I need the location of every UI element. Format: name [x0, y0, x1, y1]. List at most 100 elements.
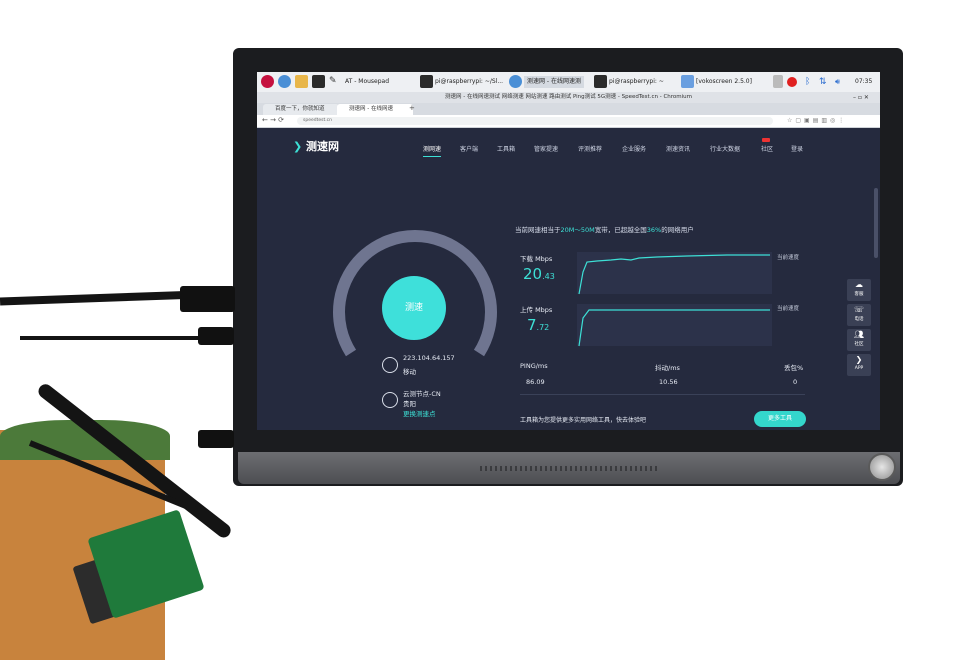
nav-toolbox[interactable]: 工具箱	[497, 146, 516, 153]
logo-text: 测速网	[306, 140, 340, 153]
side-phone[interactable]: ☏ 电话	[847, 304, 871, 326]
nav-boost[interactable]: 管家提速	[534, 146, 559, 153]
bluetooth-icon[interactable]: ᛒ	[805, 77, 811, 87]
service-icon: ☁	[855, 280, 863, 289]
taskbar: ✎ AT - Mousepad pi@raspberrypi: ~/Sl... …	[257, 72, 880, 93]
hdmi-connector	[180, 286, 235, 312]
headline-pre: 当前网速相当于	[515, 226, 561, 234]
usb-connector-top	[198, 327, 234, 345]
users-icon: 👥︎	[853, 330, 865, 339]
nav-enterprise[interactable]: 企业服务	[622, 146, 647, 153]
url-field[interactable]: speedtest.cn	[297, 117, 773, 125]
more-tools-button[interactable]: 更多工具	[754, 411, 806, 427]
result-headline: 当前网速相当于20M～50M宽带，已超越全国36%的网络用户	[515, 224, 694, 234]
headline-speed: 20M～50M	[560, 226, 595, 234]
upload-dec: .72	[536, 323, 550, 332]
taskbar-item-speedtest[interactable]: 测速网 - 在线网速测	[524, 76, 584, 88]
hdmi-cable	[0, 290, 201, 306]
taskbar-item-terminal-1[interactable]: pi@raspberrypi: ~/Sl...	[435, 78, 504, 85]
taskbar-item-vokoscreen[interactable]: [vokoscreen 2.5.0]	[696, 78, 752, 85]
browser-icon[interactable]	[278, 75, 291, 88]
jitter-label: 抖动/ms	[655, 364, 680, 372]
loss-value: 0	[793, 378, 798, 386]
side-community-label: 社区	[854, 342, 864, 347]
nav-login[interactable]: 登录	[791, 146, 804, 153]
phone-icon: ☏	[853, 305, 864, 314]
usb-connector-bottom	[198, 430, 234, 448]
extension-icons[interactable]: ☆▢▣▤▥◎⋮	[787, 117, 848, 124]
side-app[interactable]: ❯APP	[847, 354, 871, 376]
upload-current-label: 当前速度	[777, 306, 800, 312]
download-dec: .43	[542, 272, 555, 281]
change-node-link[interactable]: 更换测速点	[403, 410, 436, 418]
new-badge	[762, 138, 770, 142]
speed-graphs	[577, 252, 772, 347]
nav-reviews[interactable]: 评测推荐	[578, 146, 603, 153]
scrollbar[interactable]	[874, 188, 878, 258]
nav-buttons-icon[interactable]: ← → ⟳	[262, 116, 285, 124]
headline-mid: 宽带，已超越全国	[594, 226, 647, 234]
address-bar: ← → ⟳ speedtest.cn ☆▢▣▤▥◎⋮	[257, 115, 880, 128]
nav-speedtest[interactable]: 测网速	[423, 144, 442, 157]
download-current-label: 当前速度	[777, 255, 800, 261]
nav-news[interactable]: 测速资讯	[666, 146, 691, 153]
record-icon[interactable]	[787, 77, 797, 87]
tools-promo-text: 工具箱为您提供更多实用网络工具，快去体验吧	[520, 417, 647, 424]
site-logo[interactable]: ❯ 测速网	[293, 138, 339, 154]
ping-label: PING/ms	[520, 362, 548, 370]
volume-icon[interactable]: 🔊︎	[835, 77, 841, 86]
terminal-icon	[420, 75, 433, 88]
download-graph-bg	[577, 252, 772, 294]
speedtest-page: ❯ 测速网 测网速 客户端 工具箱 管家提速 评测推荐 企业服务 测速资讯 行业…	[257, 128, 880, 430]
terminal-icon	[594, 75, 607, 88]
upload-int: 7	[527, 316, 537, 334]
nav-big-data[interactable]: 行业大数据	[710, 146, 741, 153]
upload-value: 7.72	[527, 316, 549, 334]
tab-speedtest[interactable]: 测速网 - 在线网速	[337, 104, 413, 115]
isp: 移动	[403, 368, 416, 376]
folder-icon[interactable]	[295, 75, 308, 88]
test-node-city: 贵阳	[403, 400, 416, 408]
app-icon: ❯	[855, 355, 863, 364]
text-editor-icon: ✎	[329, 76, 337, 86]
jitter-value: 10.56	[659, 378, 678, 386]
new-tab-button[interactable]: +	[409, 104, 415, 112]
side-service-label: 客服	[854, 292, 864, 297]
loss-label: 丢包%	[784, 364, 804, 372]
headline-percent: 36%	[646, 226, 662, 234]
side-service[interactable]: ☁ 客服	[847, 279, 871, 301]
nav-client[interactable]: 客户端	[460, 146, 479, 153]
taskbar-item-terminal-2[interactable]: pi@raspberrypi: ~	[609, 78, 664, 85]
raspberry-menu-icon[interactable]	[261, 75, 274, 88]
divider	[520, 394, 805, 395]
download-curve	[578, 254, 770, 295]
headline-post: 的网络用户	[661, 226, 694, 234]
side-community[interactable]: 👥︎ 社区	[847, 329, 871, 351]
terminal-icon[interactable]	[312, 75, 325, 88]
chromium-icon	[509, 75, 522, 88]
upload-graph-bg	[577, 304, 772, 346]
eject-icon[interactable]	[773, 75, 783, 88]
power-button[interactable]	[868, 453, 896, 481]
screen: ✎ AT - Mousepad pi@raspberrypi: ~/Sl... …	[257, 72, 880, 430]
tab-baidu[interactable]: 百度一下，你就知道	[263, 104, 339, 115]
window-title: 测速网 - 在线网速测试 网络测速 网站测速 路由测试 Ping测试 5G测速 …	[257, 92, 880, 103]
start-test-button[interactable]: 测速	[382, 276, 446, 340]
test-node: 云测节点-CN	[403, 390, 441, 398]
download-value: 20.43	[523, 265, 555, 283]
vokoscreen-icon	[681, 75, 694, 88]
upload-curve	[578, 309, 770, 347]
window-controls[interactable]: – ▫ ✕	[853, 94, 869, 101]
location-icon	[382, 357, 398, 373]
side-phone-label: 电话	[854, 317, 864, 322]
ip-address: 223.104.64.157	[403, 354, 455, 362]
nav-community[interactable]: 社区	[761, 146, 774, 153]
download-label: 下载 Mbps	[520, 255, 553, 263]
ping-value: 86.09	[526, 378, 545, 386]
usb-cable-top	[20, 336, 220, 340]
globe-icon	[382, 392, 398, 408]
speaker-grille	[480, 466, 660, 471]
tab-strip: 百度一下，你就知道 测速网 - 在线网速 +	[257, 103, 880, 115]
taskbar-item-mousepad[interactable]: AT - Mousepad	[345, 78, 390, 85]
network-icon[interactable]: ⇅	[819, 77, 827, 87]
